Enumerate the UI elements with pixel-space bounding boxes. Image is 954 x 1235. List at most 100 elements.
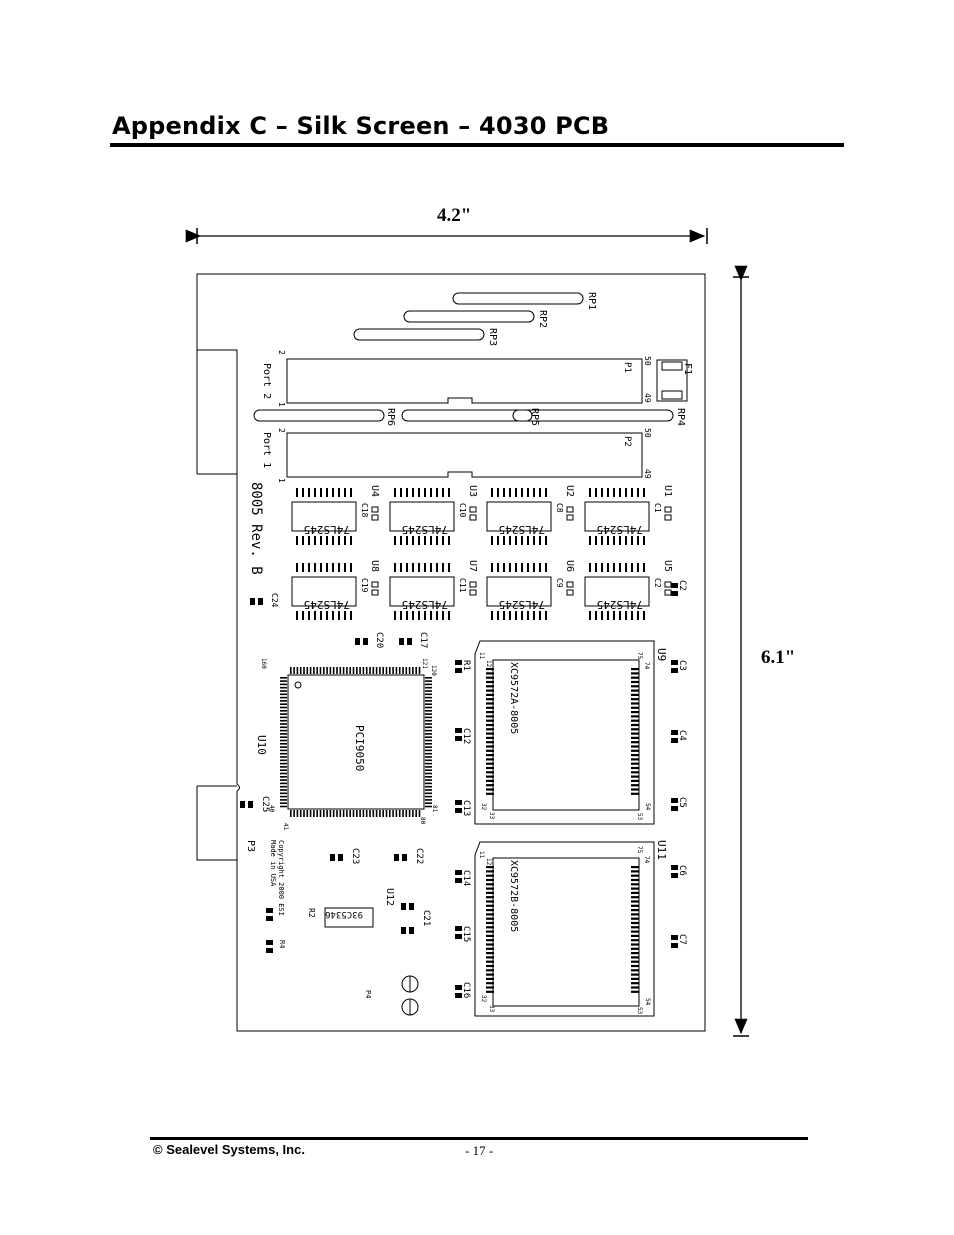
u9-pin-54: 54	[644, 803, 651, 811]
buffer-cap-label: C19	[360, 578, 369, 593]
c13-label: C13	[461, 800, 471, 816]
r2-part	[266, 908, 273, 921]
u10-pin-120: 120	[430, 665, 437, 676]
rp6-label: RP6	[385, 408, 396, 426]
p3-label: P3	[245, 840, 256, 852]
c21a-cap	[401, 903, 414, 910]
u9-pin-11: 11	[478, 652, 485, 660]
buffer-ref-label: U4	[369, 485, 380, 497]
footer-company: © Sealevel Systems, Inc.	[153, 1142, 305, 1157]
footer-rule	[150, 1137, 808, 1140]
u11-pin-74: 74	[643, 856, 650, 864]
buffer-ref-label: U2	[564, 485, 575, 497]
footer-page-number: - 17 -	[465, 1143, 494, 1158]
p1-header	[286, 358, 643, 404]
u10-pin-81: 81	[431, 805, 438, 813]
r4-part	[266, 940, 273, 953]
c12-cap	[455, 728, 462, 741]
p2-pin-2: 2	[277, 428, 286, 433]
p2-pin-49: 49	[643, 469, 652, 479]
f1-fuse	[656, 359, 688, 402]
u10-pin-160: 160	[260, 658, 267, 669]
height-dimension-label: 6.1"	[761, 647, 796, 668]
r1-part	[455, 660, 462, 673]
c25-cap	[240, 801, 253, 808]
u10-part: PCI9050	[353, 725, 366, 771]
buffer-part-label: 74LS245	[499, 598, 545, 611]
buffer-ref-label: U7	[467, 560, 478, 572]
u11-ref: U11	[655, 840, 668, 860]
c24-label: C24	[270, 593, 279, 608]
u10-pin-40: 40	[268, 805, 275, 813]
c23-label: C23	[350, 848, 360, 864]
u9-pin-75: 75	[636, 652, 643, 660]
r1-label: R1	[461, 660, 471, 671]
c17-label: C17	[418, 632, 428, 648]
p2-pin-1: 1	[277, 478, 286, 483]
width-dimension-label: 4.2"	[437, 205, 472, 226]
buffer-cap-label: C18	[360, 503, 369, 518]
port1-label: Port 1	[261, 432, 272, 468]
rp5-label: RP5	[529, 408, 540, 426]
c2-label: C2	[677, 580, 687, 591]
c22-cap	[394, 854, 407, 861]
u9-part: XC9572A-8005	[508, 662, 519, 734]
c22-label: C22	[414, 848, 424, 864]
u11-chip	[474, 841, 655, 1017]
c3-cap	[671, 660, 678, 673]
p1-pin-1: 1	[277, 402, 286, 407]
c16-cap	[455, 985, 462, 998]
buffer-part-label: 74LS245	[304, 523, 350, 536]
buffer-cap-label: C1	[653, 503, 662, 513]
c4-label: C4	[677, 730, 687, 741]
buffer-ref-label: U3	[467, 485, 478, 497]
buffer-part-label: 74LS245	[499, 523, 545, 536]
u9-pin-53: 53	[636, 813, 643, 821]
c14-cap	[455, 870, 462, 883]
copyright-line-2: Made in USA	[269, 840, 277, 887]
u11-pin-54: 54	[644, 998, 651, 1006]
c5-cap	[671, 798, 678, 811]
p1-pin-50: 50	[643, 356, 652, 366]
c2-cap	[671, 583, 678, 596]
p1-pin-2: 2	[277, 350, 286, 355]
u11-pin-12: 12	[485, 858, 492, 866]
c15-label: C15	[461, 926, 471, 942]
p2-label: P2	[622, 436, 632, 447]
p4-pads	[401, 975, 419, 1016]
buffer-part-label: 74LS245	[597, 523, 643, 536]
title-rule	[110, 143, 844, 147]
c21-label: C21	[421, 910, 431, 926]
height-dimension-arrow	[733, 265, 749, 1037]
c20-label: C20	[374, 632, 384, 648]
page-title: Appendix C – Silk Screen – 4030 PCB	[112, 112, 610, 140]
revision-label: 8005 Rev. B	[248, 482, 264, 575]
p4-label: P4	[364, 990, 372, 998]
u11-pin-75: 75	[636, 846, 643, 854]
buffer-cap-label: C9	[555, 578, 564, 588]
u10-ref: U10	[255, 735, 268, 755]
buffer-cap-label: C11	[458, 578, 467, 593]
p2-pin-50: 50	[643, 428, 652, 438]
u12-chip	[324, 907, 374, 928]
u9-pin-32: 32	[480, 803, 487, 811]
buffer-ref-label: U8	[369, 560, 380, 572]
width-dimension-arrow	[185, 228, 708, 244]
c4-cap	[671, 730, 678, 743]
u9-pin-74: 74	[643, 662, 650, 670]
rp4-label: RP4	[675, 408, 686, 426]
r2-label: R2	[307, 908, 316, 918]
u11-part: XC9572B-8005	[508, 860, 519, 932]
u10-chip	[280, 667, 432, 817]
buffer-chips: 74LS245U1C174LS245U2C874LS245U3C1074LS24…	[291, 485, 673, 620]
pcb-silkscreen-drawing: RP1 RP2 RP3 RP4 RP5 RP6 P1 Port 2 2 1 50…	[185, 228, 749, 1037]
u12-ref: U12	[384, 888, 395, 906]
p1-pin-49: 49	[643, 393, 652, 403]
